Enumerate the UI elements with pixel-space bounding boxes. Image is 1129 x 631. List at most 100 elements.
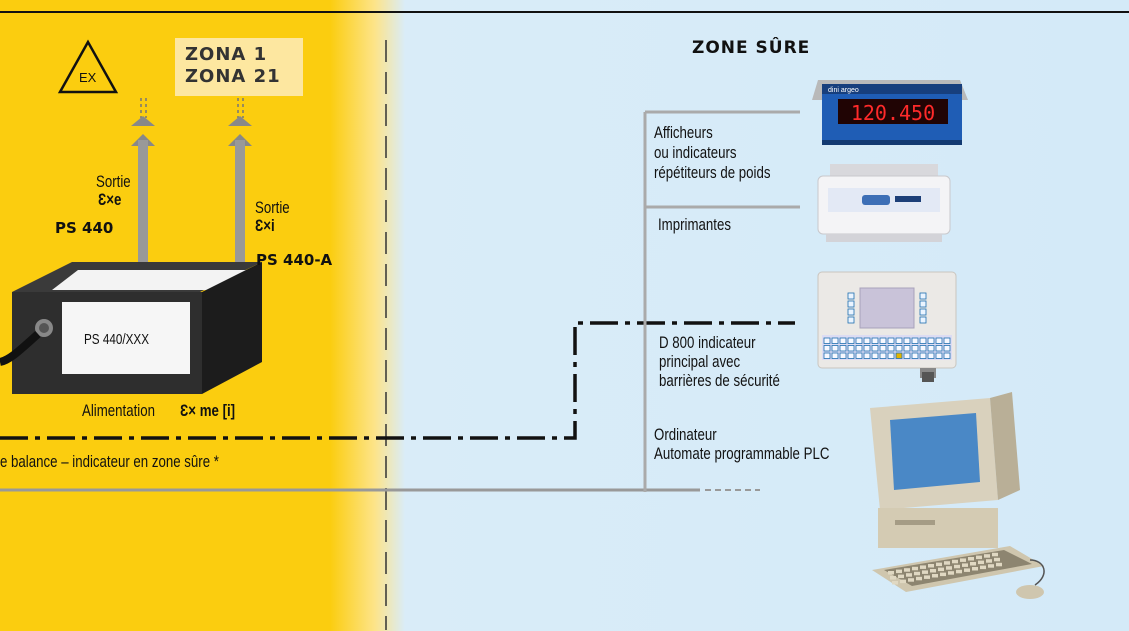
d800-side-key xyxy=(847,308,855,316)
zona-badge: ZONA 1 ZONA 21 xyxy=(175,38,303,96)
computer-keyboard-key xyxy=(968,557,974,561)
computer-keyboard-key xyxy=(898,574,904,579)
computer-keyboard-key xyxy=(906,573,912,577)
d800-keyboard-key xyxy=(823,337,831,344)
d800-keyboard-key xyxy=(839,352,847,359)
d800-keyboard-key xyxy=(935,352,943,359)
computer-keyboard-key xyxy=(972,567,978,571)
d800-keyboard-key xyxy=(823,345,831,352)
d800-keyboard-key xyxy=(919,337,927,344)
computer-keyboard-key xyxy=(984,554,990,558)
dash-dot-cable xyxy=(0,321,795,440)
d800-keyboard-key xyxy=(855,345,863,352)
computer-keyboard-key xyxy=(944,561,950,565)
d800-keyboard-key xyxy=(863,352,871,359)
ps440a-label: PS 440-A xyxy=(256,251,333,269)
d800-label-1: D 800 indicateur xyxy=(659,333,756,352)
remote-display-device: 120.450 dini argeo xyxy=(812,80,968,145)
computer-keyboard-key xyxy=(948,571,954,575)
d800-keyboard-key xyxy=(839,337,847,344)
computer-keyboard-key xyxy=(892,581,898,585)
d800-side-key xyxy=(847,292,855,300)
d800-keyboard-key xyxy=(911,345,919,352)
computer-keyboard-key xyxy=(916,576,922,581)
computer-keyboard-key xyxy=(946,566,952,570)
d800-keyboard-key xyxy=(903,352,911,359)
d800-keyboard-key xyxy=(887,337,895,344)
d800-keyboard-key xyxy=(855,337,863,344)
d800-keyboard-key xyxy=(935,345,943,352)
d800-label-3: barrières de sécurité xyxy=(659,371,780,390)
computer-keyboard-key xyxy=(928,564,934,568)
d800-keyboard-key xyxy=(847,352,855,359)
d800-label-2: principal avec xyxy=(659,352,741,371)
zona-21-label: ZONA 21 xyxy=(185,66,281,87)
imprimantes-label: Imprimantes xyxy=(658,215,731,234)
computer-keyboard-key xyxy=(988,564,994,568)
computer-keyboard-key xyxy=(994,557,1000,562)
computer-keyboard-key xyxy=(888,571,894,575)
ps440-label: PS 440 xyxy=(55,219,114,237)
d800-keyboard-key xyxy=(863,337,871,344)
d800-keyboard-key xyxy=(839,345,847,352)
exi-output-arrow xyxy=(228,98,252,268)
d800-side-key xyxy=(919,308,927,316)
d800-keyboard-key xyxy=(863,345,871,352)
computer-keyboard-key xyxy=(986,559,992,563)
d800-indicator-device xyxy=(817,271,957,382)
ex-label: EX xyxy=(79,70,97,85)
d800-keyboard-key xyxy=(879,352,887,359)
d800-keyboard-key xyxy=(879,345,887,352)
computer-keyboard-key xyxy=(896,569,902,574)
d800-keyboard-key xyxy=(895,352,903,359)
d800-keyboard-key xyxy=(927,345,935,352)
computer-keyboard-key xyxy=(890,576,896,580)
d800-side-key xyxy=(919,300,927,308)
d800-keyboard-key xyxy=(831,352,839,359)
d800-keyboard-key xyxy=(847,345,855,352)
computer-device xyxy=(870,392,1045,599)
computer-keyboard-key xyxy=(980,565,986,570)
computer-keyboard-key xyxy=(956,569,962,574)
computer-keyboard-key xyxy=(952,559,958,564)
zona-1-label: ZONA 1 xyxy=(185,44,268,65)
d800-keyboard-key xyxy=(935,337,943,344)
ordinateur-label-2: Automate programmable PLC xyxy=(654,444,830,463)
box-label: PS 440/XXX xyxy=(84,331,150,348)
d800-keyboard-key xyxy=(887,352,895,359)
computer-keyboard-key xyxy=(908,578,914,582)
display-value: 120.450 xyxy=(851,101,935,125)
exi-symbol: Ɛ×i xyxy=(255,216,275,235)
cable-note: e balance – indicateur en zone sûre * xyxy=(0,452,219,471)
d800-keyboard-key xyxy=(879,337,887,344)
computer-keyboard-key xyxy=(976,555,982,560)
d800-keyboard-key xyxy=(871,352,879,359)
computer-keyboard-key xyxy=(940,572,946,577)
exi-sortie-label: Sortie xyxy=(255,198,290,217)
ex-warning-icon xyxy=(57,39,119,94)
d800-side-key xyxy=(919,292,927,300)
d800-keyboard-key xyxy=(847,337,855,344)
d800-keyboard-key xyxy=(871,345,879,352)
d800-keyboard-key xyxy=(903,345,911,352)
d800-keyboard-key xyxy=(895,337,903,344)
computer-keyboard-key xyxy=(924,575,930,579)
afficheurs-label-3: répétiteurs de poids xyxy=(654,163,771,182)
d800-keyboard-key xyxy=(855,352,863,359)
computer-keyboard-key xyxy=(930,569,936,573)
display-brand: dini argeo xyxy=(828,87,859,94)
ordinateur-label-1: Ordinateur xyxy=(654,425,717,444)
supply-label: Alimentation xyxy=(82,401,155,420)
d800-keyboard-key xyxy=(911,337,919,344)
printer-device xyxy=(817,164,951,242)
computer-keyboard-key xyxy=(938,567,944,572)
exe-symbol: Ɛ×e xyxy=(98,190,122,209)
grey-bus-line xyxy=(0,110,800,492)
computer-keyboard-key xyxy=(962,563,968,567)
d800-keyboard-key xyxy=(895,345,903,352)
computer-keyboard-key xyxy=(932,574,938,578)
computer-keyboard-key xyxy=(954,564,960,569)
d800-keyboard-key xyxy=(919,352,927,359)
ps440-junction-box xyxy=(0,262,262,394)
